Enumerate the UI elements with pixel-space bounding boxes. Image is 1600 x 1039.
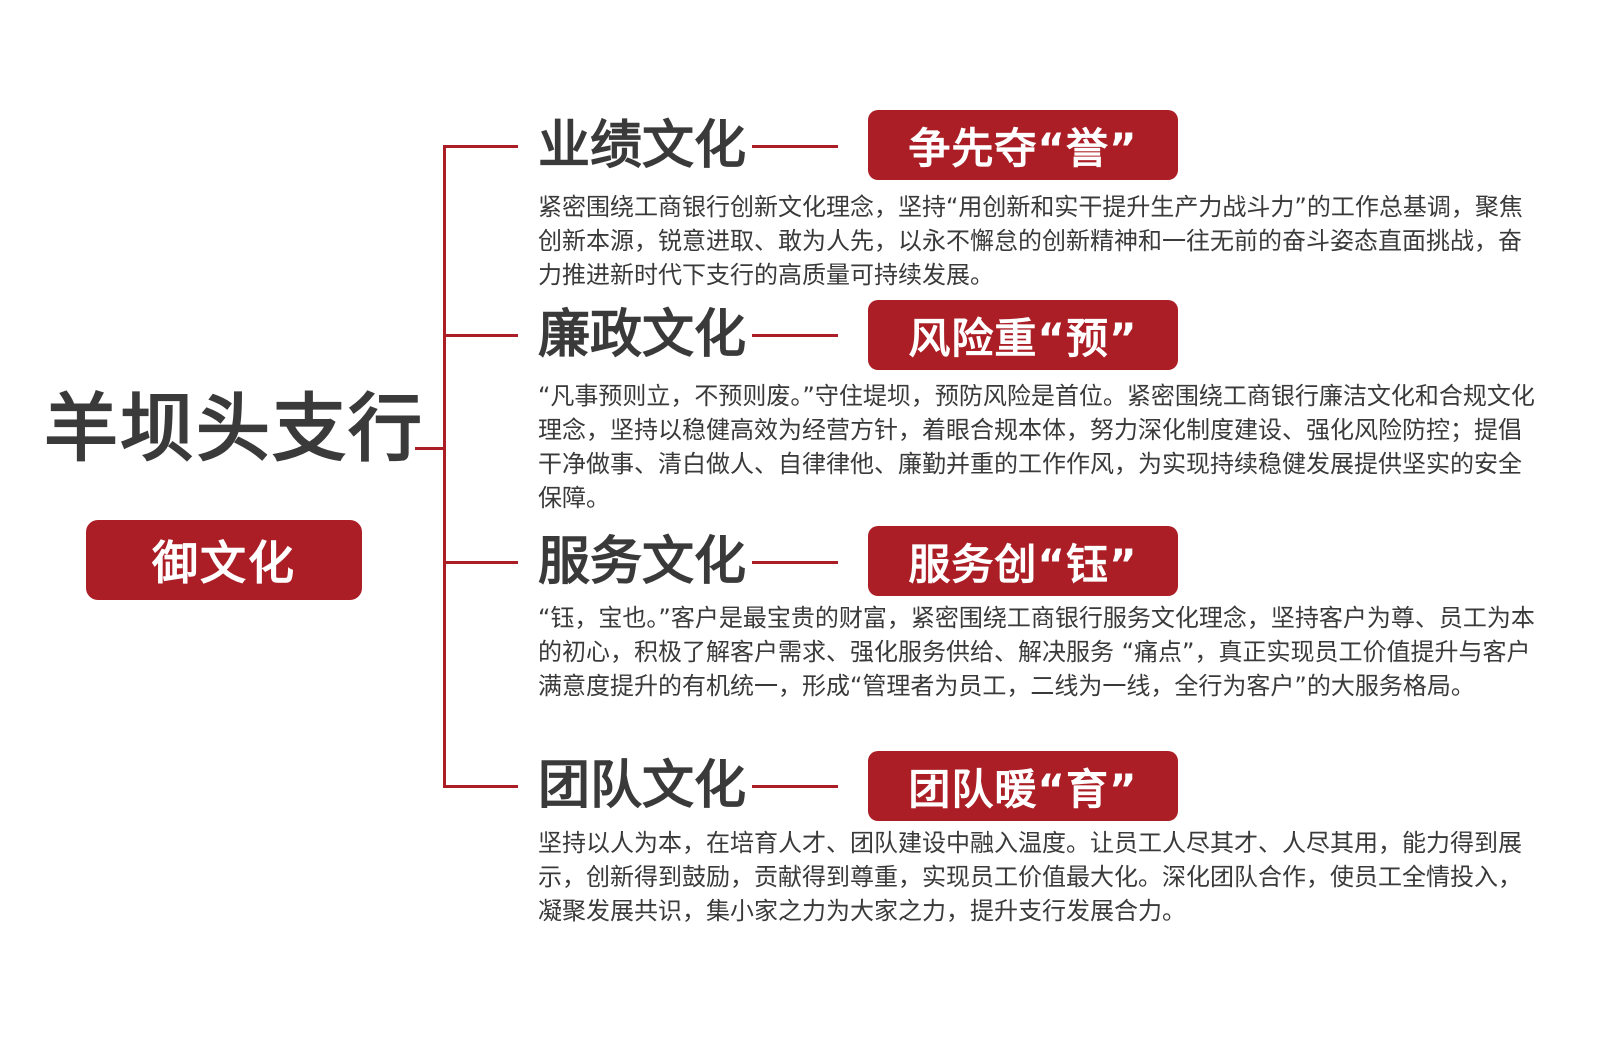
culture-badge: 御文化	[86, 520, 362, 600]
title-badge-link-2	[752, 334, 838, 337]
branch-title: 羊坝头支行	[44, 386, 424, 472]
title-badge-link-4	[752, 785, 838, 788]
section-title-integrity: 廉政文化	[538, 305, 747, 365]
connector-branch-4	[443, 785, 518, 788]
section-desc-integrity: “凡事预则立，不预则废。”守住堤坝，预防风险是首位。紧密围绕工商银行廉洁文化和合…	[538, 382, 1535, 512]
connector-branch-2	[443, 334, 518, 337]
connector-branch-3	[443, 561, 518, 564]
section-desc-service: “钰，宝也。”客户是最宝贵的财富，紧密围绕工商银行服务文化理念，坚持客户为尊、员…	[538, 604, 1535, 700]
section-title-performance: 业绩文化	[538, 116, 747, 176]
section-desc-performance: 紧密围绕工商银行创新文化理念，坚持“用创新和实干提升生产力战斗力”的工作总基调，…	[538, 193, 1523, 289]
section-badge-integrity: 风险重“预”	[868, 300, 1178, 370]
section-desc-team: 坚持以人为本，在培育人才、团队建设中融入温度。让员工人尽其才、人尽其用，能力得到…	[538, 829, 1522, 925]
section-badge-service: 服务创“钰”	[868, 526, 1178, 596]
section-badge-team: 团队暖“育”	[868, 751, 1178, 821]
connector-branch-1	[443, 145, 518, 148]
connector-trunk	[443, 145, 446, 787]
title-badge-link-1	[752, 145, 838, 148]
section-title-service: 服务文化	[538, 532, 747, 592]
title-badge-link-3	[752, 561, 838, 564]
connector-root-stub	[415, 447, 445, 450]
section-badge-performance: 争先夺“誉”	[868, 110, 1178, 180]
section-title-team: 团队文化	[538, 756, 747, 816]
